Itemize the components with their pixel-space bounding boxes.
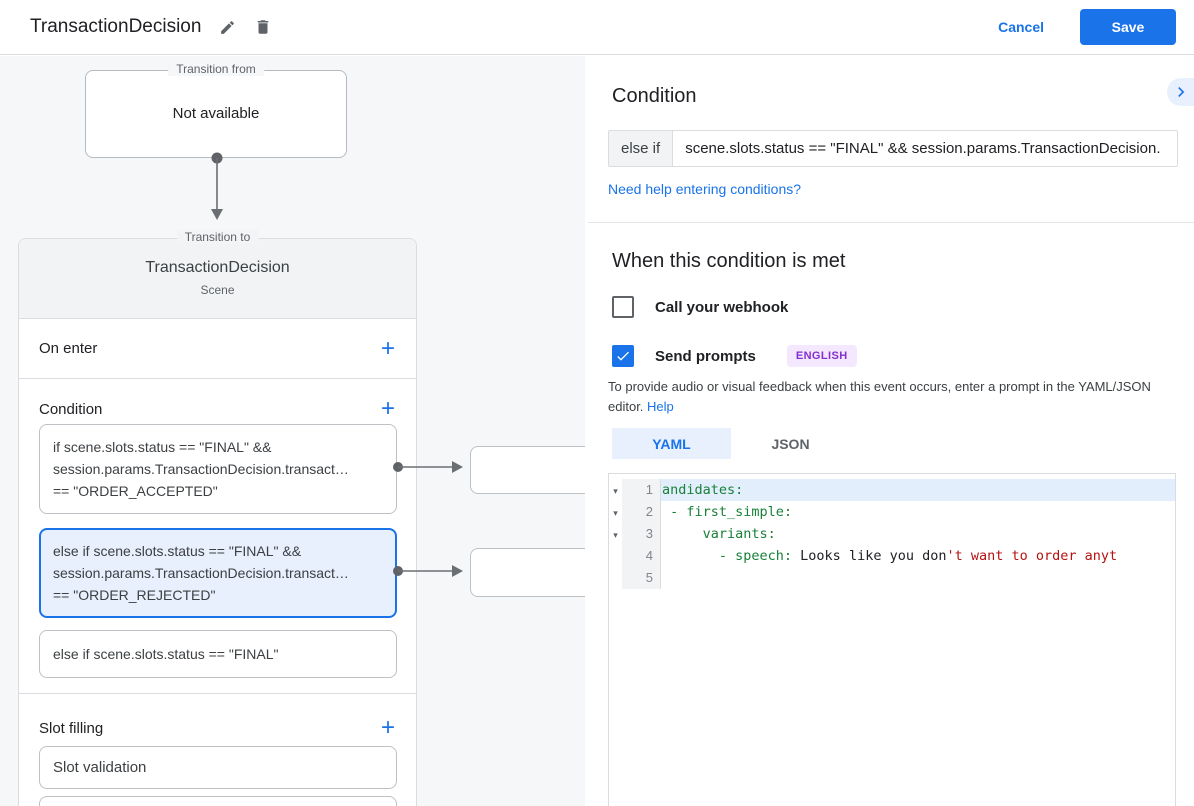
chevron-right-icon <box>1177 87 1184 97</box>
pencil-icon <box>221 20 235 34</box>
transition-from-box: Transition from Not available <box>85 62 347 158</box>
condition-line: else if scene.slots.status == "FINAL" && <box>53 543 302 559</box>
check-icon <box>617 351 629 361</box>
fold-toggle[interactable] <box>609 479 622 501</box>
send-prompts-label: Send prompts <box>655 347 756 365</box>
code-segment: 't want to order anyt <box>946 548 1118 564</box>
collapse-panel-button[interactable] <box>1167 78 1194 106</box>
condition-line: else if scene.slots.status == "FINAL" <box>53 646 279 662</box>
helper-text-body: To provide audio or visual feedback when… <box>608 379 1151 414</box>
line-number: 4 <box>622 545 661 567</box>
editor-line[interactable]: 4 - speech: Looks like you don't want to… <box>609 545 1175 567</box>
condition-card-accepted[interactable]: if scene.slots.status == "FINAL" && sess… <box>39 424 397 514</box>
editor-line[interactable]: 1 andidates: <box>609 479 1175 501</box>
fold-toggle[interactable] <box>609 523 622 545</box>
send-prompts-row: Send prompts ENGLISH <box>612 345 857 367</box>
code-line: variants: <box>661 523 1175 545</box>
fold-arrow-icon <box>613 503 618 521</box>
section-divider <box>19 693 416 694</box>
code-segment: Looks like you don <box>800 548 947 564</box>
help-link[interactable]: Help <box>647 399 674 414</box>
transition-target-box[interactable] <box>470 446 585 494</box>
condition-line: == "ORDER_REJECTED" <box>53 587 216 603</box>
code-segment: - speech: <box>662 548 801 564</box>
editor-line[interactable]: 2 - first_simple: <box>609 501 1175 523</box>
call-webhook-label: Call your webhook <box>655 298 789 316</box>
line-number: 3 <box>622 523 661 545</box>
line-number: 2 <box>622 501 661 523</box>
condition-line: == "ORDER_ACCEPTED" <box>53 483 218 499</box>
when-condition-met-heading: When this condition is met <box>612 250 846 272</box>
save-button[interactable]: Save <box>1080 9 1176 45</box>
flow-canvas: Transition from Not available Transition… <box>0 56 585 806</box>
condition-section-header: Condition <box>19 379 416 424</box>
condition-prefix-label: else if <box>608 130 674 167</box>
line-number: 5 <box>622 567 661 589</box>
slot-validation-card[interactable]: Slot validation <box>39 746 397 789</box>
transition-from-legend: Transition from <box>168 62 264 76</box>
conditions-help-link[interactable]: Need help entering conditions? <box>608 181 802 197</box>
condition-expression-input[interactable] <box>673 130 1178 167</box>
code-line <box>661 567 1175 589</box>
send-prompts-checkbox[interactable] <box>612 345 634 367</box>
edit-title-button[interactable] <box>215 15 240 40</box>
transition-from-value: Not available <box>172 105 260 122</box>
condition-input-row: else if <box>608 130 1178 167</box>
on-enter-label: On enter <box>39 340 98 357</box>
fold-toggle[interactable] <box>609 501 622 523</box>
call-webhook-checkbox[interactable] <box>612 296 634 318</box>
line-number: 1 <box>622 479 661 501</box>
top-bar: TransactionDecision Cancel Save <box>0 0 1194 55</box>
trash-icon <box>258 20 269 34</box>
language-badge: ENGLISH <box>786 345 857 367</box>
condition-line: if scene.slots.status == "FINAL" && <box>53 439 272 455</box>
tab-yaml[interactable]: YAML <box>612 428 731 459</box>
plus-icon <box>381 723 395 738</box>
slot-filling-section-header: Slot filling <box>19 694 416 746</box>
transition-to-legend: Transition to <box>176 230 259 244</box>
condition-line: session.params.TransactionDecision.trans… <box>53 461 349 477</box>
fold-arrow-icon <box>613 525 618 543</box>
plus-icon <box>381 344 395 359</box>
add-condition-button[interactable] <box>376 397 400 421</box>
condition-line: session.params.TransactionDecision.trans… <box>53 565 349 581</box>
page-title: TransactionDecision <box>30 16 202 37</box>
plus-icon <box>381 404 395 419</box>
yaml-editor[interactable]: 1 andidates: 2 - first_simple: 3 variant… <box>608 473 1176 806</box>
slot-validation-label: Slot validation <box>53 759 147 776</box>
editor-tabs: YAML JSON <box>612 428 850 459</box>
fold-arrow-icon <box>613 481 618 499</box>
slot-filling-label: Slot filling <box>39 719 104 737</box>
code-segment: - first_simple: <box>662 504 793 520</box>
scene-type-label: Scene <box>200 283 235 297</box>
prompt-helper-text: To provide audio or visual feedback when… <box>608 377 1168 417</box>
condition-heading: Condition <box>612 85 697 107</box>
condition-detail-panel: Condition else if Need help entering con… <box>585 56 1194 806</box>
code-line: - speech: Looks like you don't want to o… <box>661 545 1175 567</box>
editor-line[interactable]: 5 <box>609 567 1175 589</box>
delete-scene-button[interactable] <box>250 14 276 40</box>
scene-card-header: TransactionDecision Scene <box>19 239 416 319</box>
condition-card-rejected-selected[interactable]: else if scene.slots.status == "FINAL" &&… <box>39 528 397 618</box>
scene-name: TransactionDecision <box>145 259 290 276</box>
editor-line[interactable]: 3 variants: <box>609 523 1175 545</box>
tab-json[interactable]: JSON <box>731 428 850 459</box>
add-on-enter-button[interactable] <box>376 337 400 361</box>
add-slot-button[interactable] <box>376 716 400 740</box>
fold-spacer <box>609 545 622 567</box>
code-segment: andidates: <box>662 482 744 498</box>
code-line: andidates: <box>661 479 1175 501</box>
code-segment: variants: <box>662 526 776 542</box>
transition-target-box[interactable] <box>470 548 585 597</box>
slot-card-partial[interactable] <box>39 796 397 806</box>
call-webhook-row: Call your webhook <box>612 296 788 318</box>
scene-card: Transition to TransactionDecision Scene … <box>18 230 417 806</box>
on-enter-section: On enter <box>19 319 416 379</box>
panel-divider <box>588 222 1194 223</box>
condition-section-label: Condition <box>39 400 103 418</box>
cancel-button[interactable]: Cancel <box>998 19 1044 35</box>
code-line: - first_simple: <box>661 501 1175 523</box>
condition-card-final[interactable]: else if scene.slots.status == "FINAL" <box>39 630 397 678</box>
fold-spacer <box>609 567 622 589</box>
